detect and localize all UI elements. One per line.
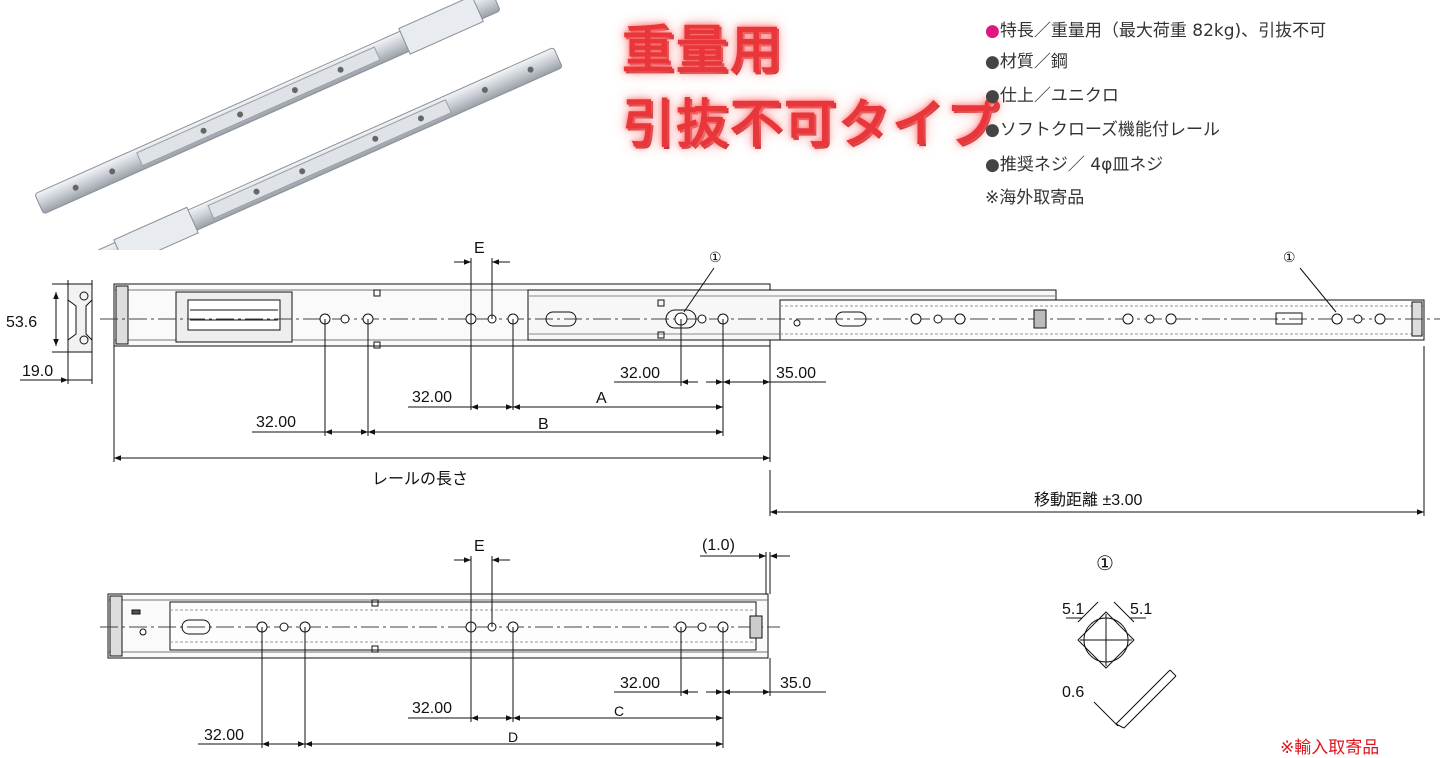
travel-label: 移動距離 ±3.00	[1034, 491, 1142, 509]
top-dimensions	[113, 258, 1425, 516]
top-dim-32-c: 32.00	[256, 414, 296, 431]
bottom-rail	[100, 593, 780, 659]
detail-marker: ①	[1096, 553, 1114, 575]
bullet-icon: ●	[985, 86, 1000, 106]
spec-item: ※海外取寄品	[985, 188, 1085, 208]
rail-image-1	[35, 0, 500, 214]
section-width: 19.0	[22, 363, 53, 380]
bottom-label-d: D	[508, 729, 518, 745]
footnote: ※輸入取寄品	[1280, 738, 1380, 758]
top-label-e: E	[474, 240, 485, 257]
section-height: 53.6	[6, 314, 37, 331]
bottom-label-e: E	[474, 538, 485, 555]
top-dim-32-a: 32.00	[620, 365, 660, 382]
bottom-dim-32-b: 32.00	[412, 700, 452, 717]
title-line-2: 引抜不可タイプ	[622, 95, 1001, 155]
top-rail	[100, 283, 1440, 349]
top-label-a: A	[596, 390, 607, 407]
detail-dim-left: 5.1	[1062, 601, 1084, 618]
bullet-icon: ●	[985, 52, 1000, 72]
detail-dim-thick: 0.6	[1062, 684, 1084, 701]
bottom-dim-32-a: 32.00	[620, 675, 660, 692]
top-label-b: B	[538, 416, 549, 433]
bottom-label-c: C	[614, 703, 624, 719]
spec-item: ●推奨ネジ／ 4φ皿ネジ	[985, 155, 1164, 175]
top-dim-35: 35.00	[776, 365, 816, 382]
spec-item: ●ソフトクローズ機能付レール	[985, 120, 1220, 140]
bullet-icon: ●	[985, 120, 1000, 140]
detail-dim-right: 5.1	[1130, 601, 1152, 618]
bottom-dim-32-c: 32.00	[204, 727, 244, 744]
marker-1-a: ①	[709, 249, 722, 265]
spec-item: ●特長／重量用（最大荷重 82kg)、引抜不可	[985, 21, 1327, 41]
spec-item: ●仕上／ユニクロ	[985, 86, 1119, 106]
section-view	[20, 280, 93, 384]
detail-hole	[1066, 601, 1177, 729]
marker-1-b: ①	[1283, 249, 1296, 265]
rail-length-label: レールの長さ	[372, 470, 468, 488]
title-line-1: 重量用	[622, 21, 785, 81]
bottom-dimensions	[198, 552, 826, 748]
bottom-dim-35: 35.0	[780, 675, 811, 692]
spec-item: ●材質／鋼	[985, 52, 1068, 72]
bottom-offset: (1.0)	[702, 537, 735, 554]
product-photo	[35, 0, 562, 250]
bullet-icon: ●	[985, 155, 1000, 175]
top-dim-32-b: 32.00	[412, 389, 452, 406]
bullet-icon: ●	[985, 21, 1000, 41]
rail-image-2	[97, 47, 562, 250]
